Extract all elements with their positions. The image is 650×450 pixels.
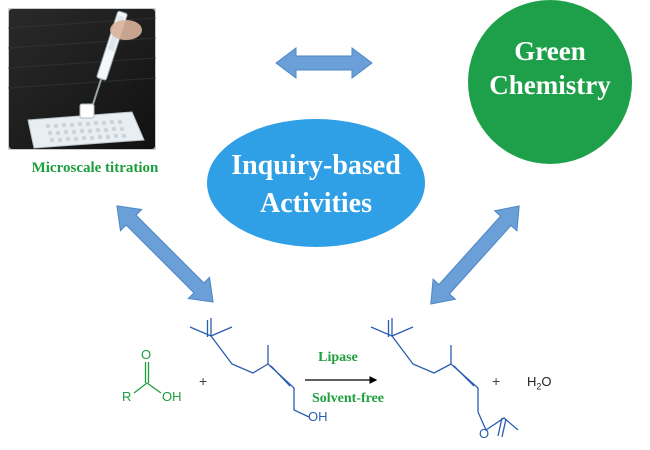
blue-line-1: Inquiry-based bbox=[231, 150, 401, 181]
double-arrow-right bbox=[430, 205, 520, 305]
geranyl-acetate-structure bbox=[370, 318, 519, 438]
condition-lipase: Lipase bbox=[318, 350, 358, 365]
microscale-titration-photo bbox=[8, 8, 156, 150]
water-sub: 2 bbox=[536, 381, 542, 392]
inquiry-activities-text: Inquiry-based Activities bbox=[208, 147, 424, 223]
double-arrow-left bbox=[116, 205, 214, 303]
acid-o-label: O bbox=[141, 347, 152, 362]
ester-o-label: O bbox=[479, 426, 490, 441]
water-o: O bbox=[541, 374, 552, 389]
geraniol-structure bbox=[189, 318, 310, 418]
green-chemistry-text: Green Chemistry bbox=[472, 34, 628, 102]
condition-solvent-free: Solvent-free bbox=[311, 391, 385, 406]
water-label: H2O bbox=[527, 374, 552, 392]
blue-line-2: Activities bbox=[260, 188, 372, 219]
plus-1: + bbox=[199, 373, 208, 389]
carboxylic-acid-structure bbox=[133, 362, 162, 394]
double-arrow-top bbox=[275, 47, 373, 79]
microscale-titration-label: Microscale titration bbox=[31, 160, 159, 176]
inquiry-activities-bubble bbox=[207, 119, 425, 247]
green-line-1: Green bbox=[514, 36, 586, 66]
water-h: H bbox=[527, 374, 537, 389]
green-chemistry-bubble bbox=[468, 0, 632, 164]
plus-2: + bbox=[492, 373, 501, 389]
acid-r-label: R bbox=[122, 389, 132, 404]
alcohol-oh-label: OH bbox=[308, 409, 328, 424]
green-line-2: Chemistry bbox=[489, 70, 611, 100]
acid-oh-label: OH bbox=[162, 389, 182, 404]
